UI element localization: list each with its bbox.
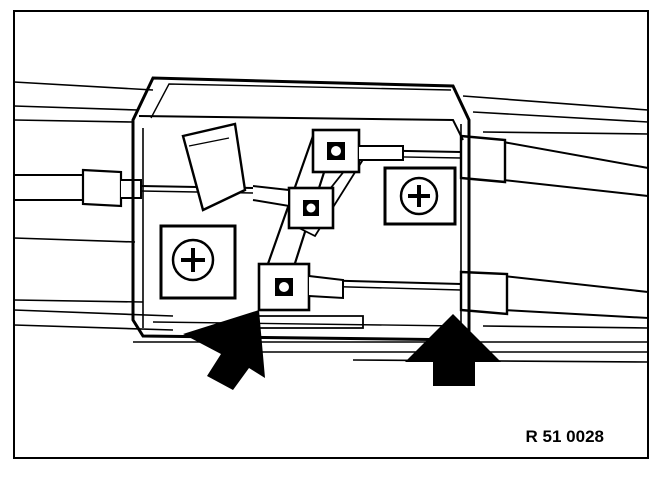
right-lower-wire xyxy=(312,270,649,320)
reference-code: R 51 0028 xyxy=(526,427,604,446)
terminal-middle xyxy=(252,185,335,230)
terminal-top xyxy=(311,128,404,174)
left-arrow xyxy=(183,310,265,390)
figure-border xyxy=(13,10,649,459)
right-arrow xyxy=(405,314,501,386)
terminal-bottom xyxy=(257,262,344,312)
right-screw xyxy=(383,166,457,226)
diagram-figure: R 51 0028 xyxy=(13,10,649,459)
insert-plate xyxy=(181,122,247,212)
left-screw xyxy=(159,224,237,300)
